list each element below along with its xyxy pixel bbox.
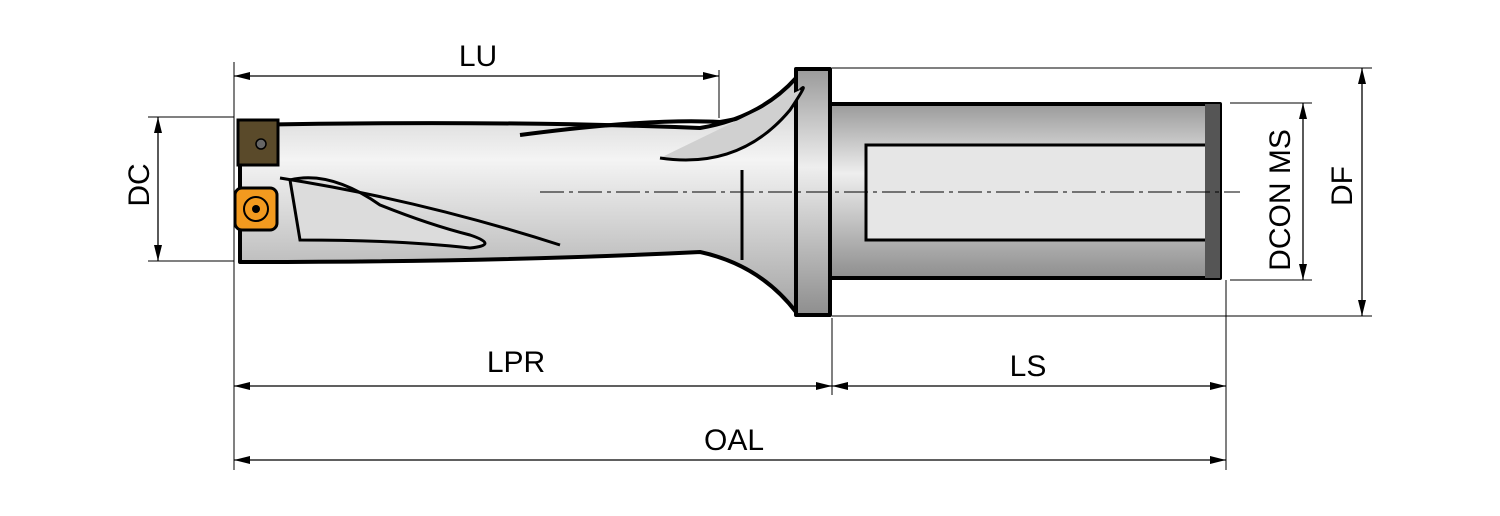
label-dcon-ms: DCON MS: [1264, 129, 1297, 271]
shank: [828, 102, 1222, 280]
extension-lines: [148, 62, 1372, 470]
label-dc: DC: [123, 163, 156, 206]
label-oal: OAL: [704, 424, 764, 457]
dimension-lines: [154, 68, 1366, 464]
drill-body: [236, 76, 805, 314]
label-lu: LU: [459, 40, 497, 73]
insert: [233, 186, 279, 232]
label-ls: LS: [1010, 350, 1047, 383]
label-df: DF: [1326, 166, 1359, 206]
label-lpr: LPR: [487, 346, 545, 379]
